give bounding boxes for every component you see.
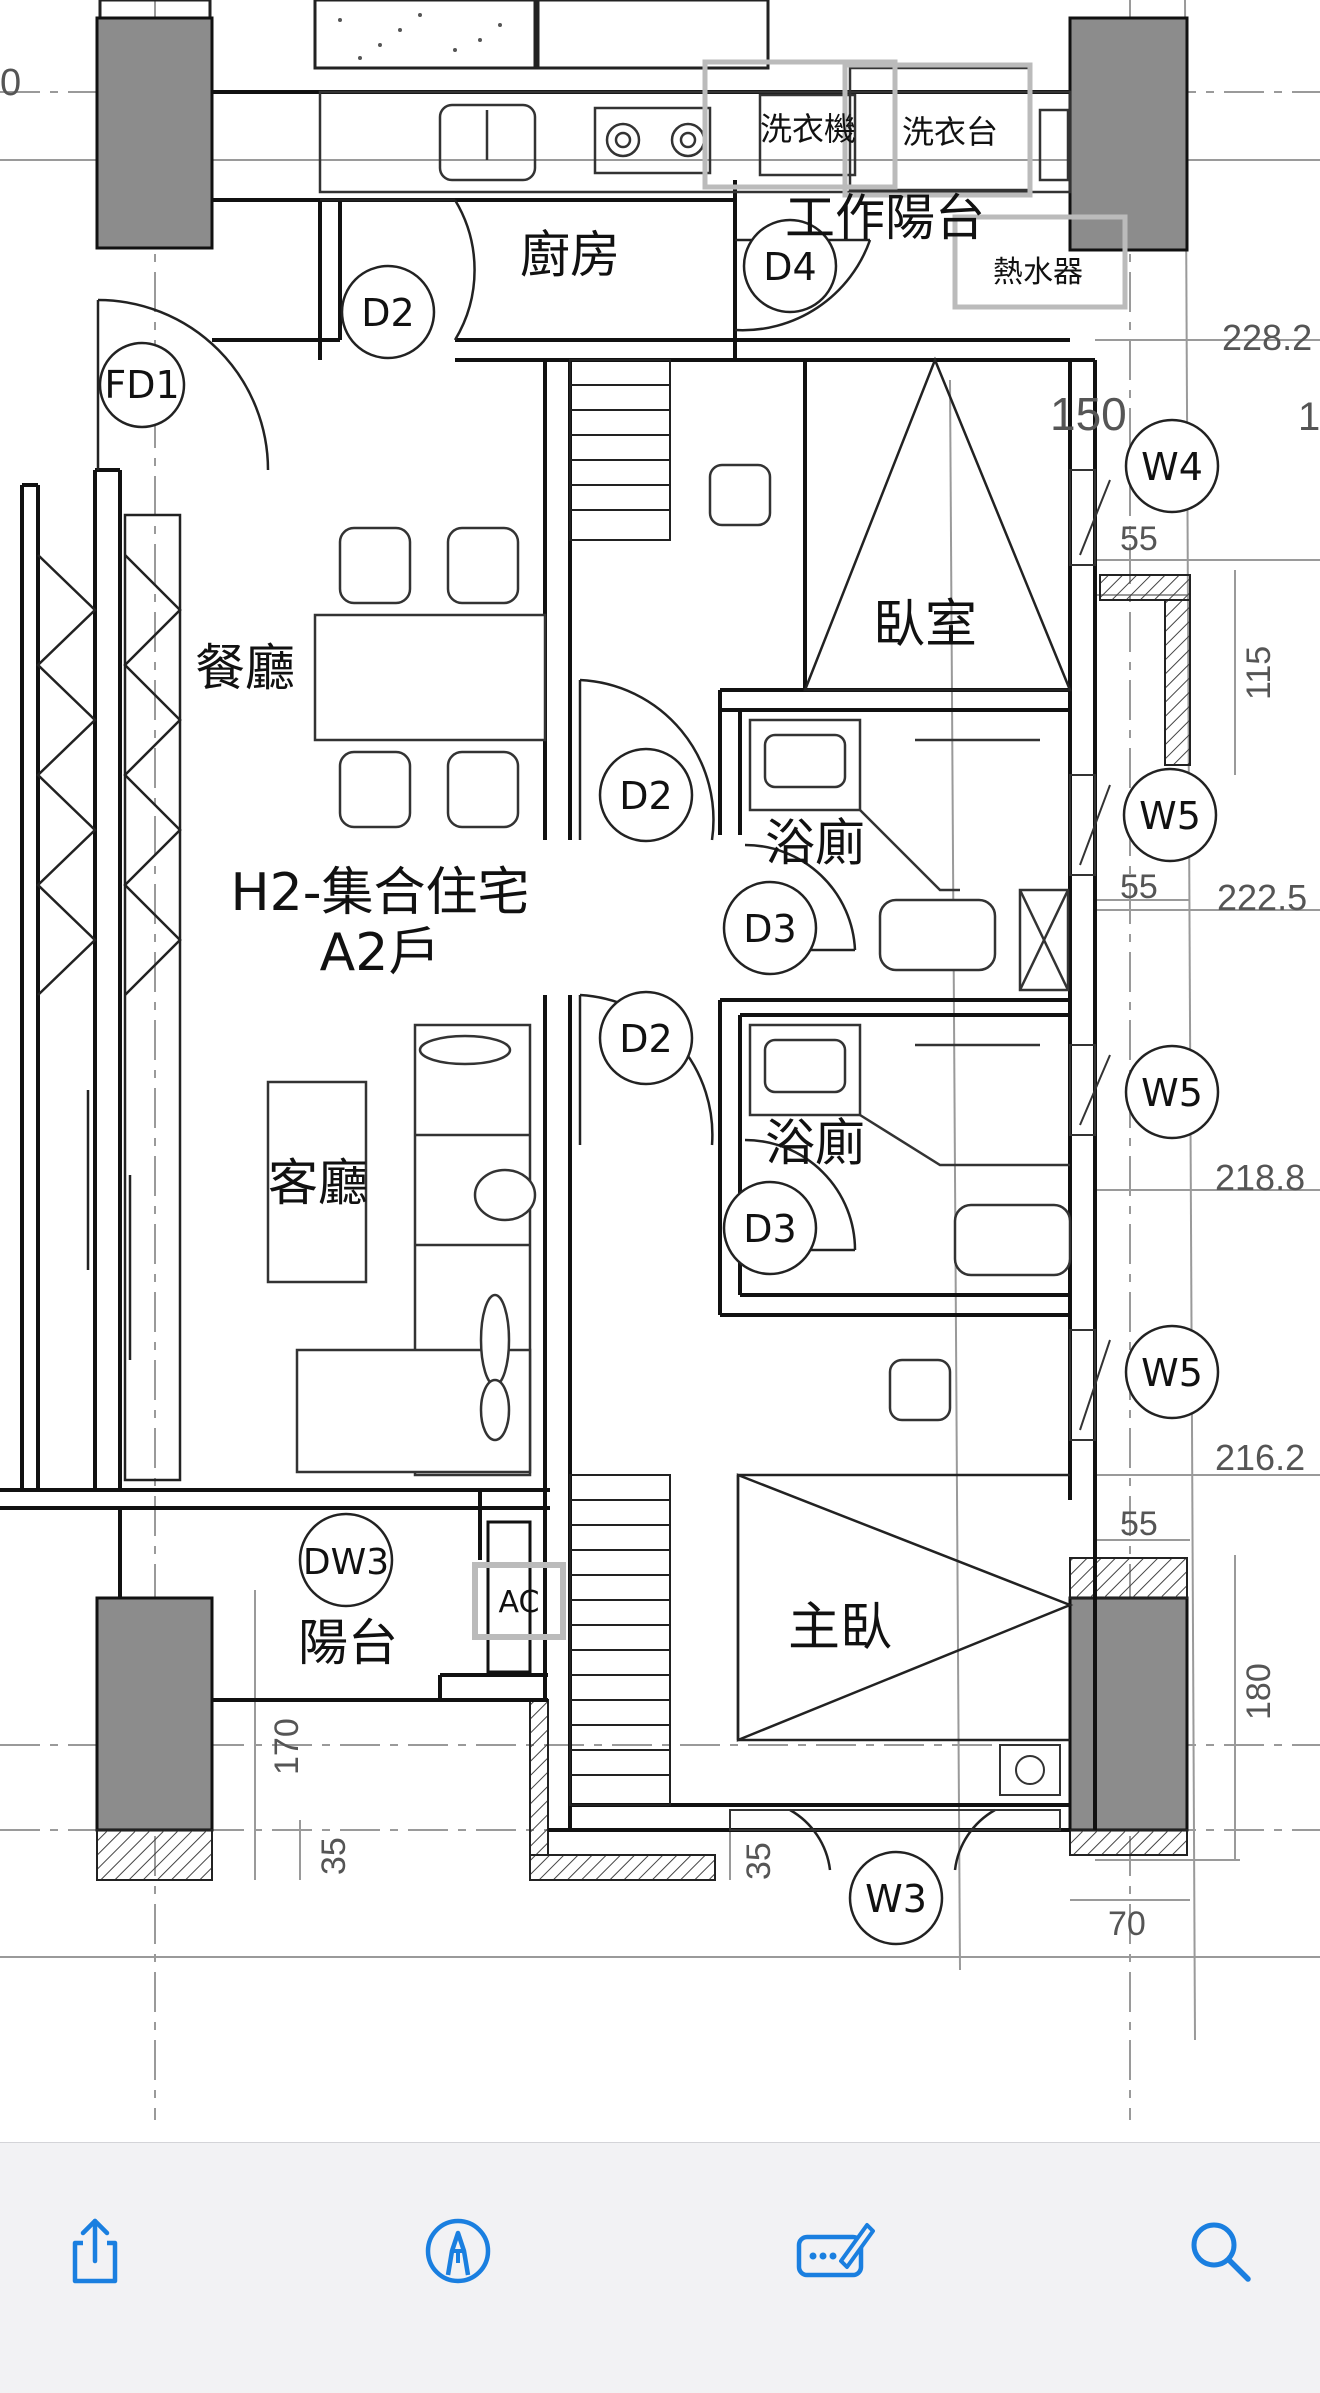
window-tag-w3: W3	[865, 1877, 927, 1921]
tag-circles	[98, 218, 1220, 1946]
window-tag-w5-b: W5	[1141, 1071, 1203, 1115]
door-tag-d2-bath: D2	[619, 1017, 672, 1061]
fixture-label-ac: AC	[499, 1585, 540, 1620]
window-tag-w5-c: W5	[1141, 1351, 1203, 1395]
dim-55-a: 55	[1120, 520, 1158, 558]
markup-button[interactable]	[398, 2191, 518, 2311]
dim-35-a: 35	[315, 1837, 353, 1875]
door-tag-d3-bath1: D3	[743, 907, 796, 951]
dim-1: 1	[1298, 395, 1320, 439]
window-tag-w5-a: W5	[1139, 794, 1201, 838]
living-furniture	[266, 1023, 537, 1477]
fixture-label-washer: 洗衣機	[760, 110, 856, 148]
kitchen-counter	[318, 59, 1128, 310]
dining-set	[313, 463, 952, 1422]
dim-55-c: 55	[1120, 1505, 1158, 1543]
door-tag-d4: D4	[763, 245, 816, 289]
share-icon	[72, 2218, 118, 2284]
fixture-label-laundry-sink: 洗衣台	[902, 113, 998, 151]
door-tag-d2-bedroom: D2	[619, 774, 672, 818]
fixture-label-water-heater: 熱水器	[993, 255, 1083, 290]
ac-unit	[472, 1520, 566, 1674]
door-tag-fd1: FD1	[104, 363, 179, 407]
room-label-master: 主臥	[788, 1598, 892, 1658]
room-label-dining: 餐廳	[195, 639, 295, 697]
dim-150: 150	[1050, 388, 1127, 440]
room-label-balcony: 陽台	[298, 1614, 398, 1672]
room-label-living: 客廳	[268, 1154, 368, 1212]
floor-plan: FD1 D2 D4 D2 D2 D3 D3 DW3 W4 W5 W5 W5 W3…	[0, 0, 1320, 2120]
dim-115: 115	[1240, 646, 1278, 700]
dim-35-b: 35	[740, 1842, 778, 1880]
door-tag-dw3: DW3	[303, 1542, 389, 1583]
door-tag-d3-bath2: D3	[743, 1207, 796, 1251]
plan-title-line1: H2-集合住宅	[231, 863, 530, 923]
room-label-bath2: 浴廁	[765, 1114, 865, 1172]
window-tag-w4: W4	[1141, 445, 1203, 489]
room-label-bedroom: 臥室	[873, 595, 977, 655]
room-label-service-balcony: 工作陽台	[785, 189, 985, 247]
bath-fixtures	[748, 718, 1072, 1277]
dim-55-b: 55	[1120, 868, 1158, 906]
share-button[interactable]	[35, 2191, 155, 2311]
markup-pen-icon	[425, 2218, 491, 2284]
dim-222: 222.5	[1217, 877, 1307, 918]
dim-228: 228.2	[1222, 317, 1312, 358]
dim-left-top: 0	[0, 62, 21, 104]
search-button[interactable]	[1160, 2191, 1280, 2311]
door-tag-d2-kitchen: D2	[361, 291, 414, 335]
dim-216: 216.2	[1215, 1437, 1305, 1478]
room-label-bath1: 浴廁	[765, 814, 865, 872]
dim-70: 70	[1108, 1905, 1146, 1943]
search-icon	[1191, 2222, 1251, 2282]
plan-title-line2: A2戶	[320, 923, 441, 983]
signature-icon	[796, 2223, 875, 2278]
signature-button[interactable]	[775, 2191, 895, 2311]
room-label-kitchen: 廚房	[520, 226, 620, 284]
structural-columns	[95, 16, 1189, 1832]
dim-180: 180	[1240, 1663, 1278, 1720]
dim-170: 170	[268, 1718, 306, 1775]
dim-218: 218.8	[1215, 1157, 1305, 1198]
bottom-toolbar	[0, 2142, 1320, 2393]
